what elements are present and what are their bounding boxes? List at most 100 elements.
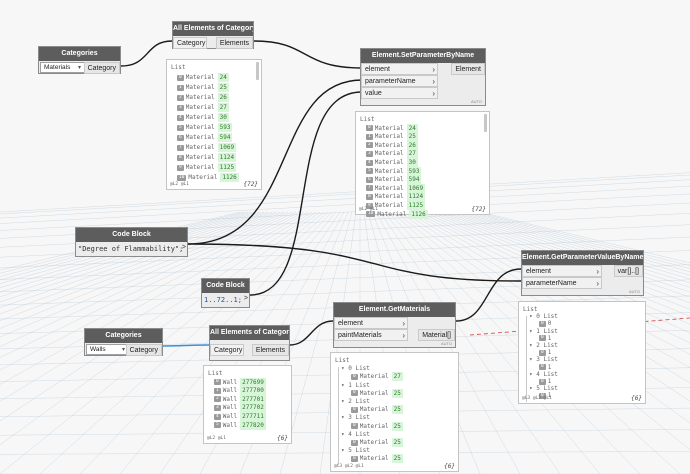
item-type: Material bbox=[185, 134, 215, 141]
watch-header: List bbox=[208, 370, 223, 377]
port-label: element bbox=[338, 320, 363, 327]
list-levels: @L2 @L1 bbox=[207, 436, 226, 441]
input-port-element[interactable]: element› bbox=[334, 317, 408, 329]
set-parameter-by-name-node[interactable]: Element.SetParameterByName Element AUTO … bbox=[360, 48, 486, 106]
input-port-paintmaterials[interactable]: paintMaterials› bbox=[334, 329, 408, 341]
item-index: 8 bbox=[366, 193, 373, 200]
output-port-elements[interactable]: Elements bbox=[215, 37, 253, 49]
scrollbar[interactable] bbox=[256, 62, 259, 80]
category-dropdown[interactable]: Materials ▾ bbox=[40, 62, 85, 73]
scrollbar[interactable] bbox=[484, 114, 487, 132]
watch-sublist: ▾ 4 List bbox=[341, 430, 370, 440]
sublist-label: 0 List bbox=[536, 313, 558, 321]
watch-sublist: ▾ 2 List bbox=[529, 341, 558, 351]
input-port-parametername[interactable]: parameterName› bbox=[361, 75, 438, 87]
output-port-var[interactable]: var[]..[] bbox=[613, 265, 643, 277]
input-port-element[interactable]: element› bbox=[361, 63, 438, 75]
tree-guide bbox=[526, 316, 527, 403]
sublist-label: 4 List bbox=[348, 430, 370, 438]
item-value: 25 bbox=[391, 421, 403, 431]
get-parameter-value-by-name-node[interactable]: Element.GetParameterValueByName var[]..[… bbox=[521, 250, 644, 296]
code-editor[interactable]: "Degree of Flammability"; bbox=[78, 245, 184, 253]
category-dropdown[interactable]: Walls ▾ bbox=[86, 344, 129, 355]
sublist-label: 4 List bbox=[536, 370, 558, 378]
item-index: 4 bbox=[366, 159, 373, 166]
item-index: 0 bbox=[214, 379, 221, 386]
item-index: 0 bbox=[351, 373, 358, 380]
output-port[interactable]: > bbox=[243, 295, 248, 302]
input-port-category[interactable]: Category bbox=[173, 37, 207, 49]
grid-line bbox=[479, 211, 690, 264]
item-index: 0 bbox=[351, 423, 358, 430]
item-type: Wall bbox=[222, 421, 238, 429]
code-editor[interactable]: 1..72..1; bbox=[204, 296, 242, 304]
output-port-element[interactable]: Element bbox=[451, 63, 485, 75]
categories-node-walls[interactable]: Categories Walls ▾ Category bbox=[84, 328, 163, 356]
item-value: 25 bbox=[217, 83, 229, 92]
output-port[interactable]: > bbox=[181, 244, 186, 251]
item-value: 594 bbox=[217, 133, 233, 142]
item-value: 26 bbox=[406, 140, 418, 150]
get-materials-node[interactable]: Element.GetMaterials Material[] AUTO ele… bbox=[333, 302, 456, 348]
watch-sublist: ▾ 0 List bbox=[341, 364, 370, 374]
output-port-category[interactable]: Category bbox=[125, 344, 162, 356]
collapse-toggle-icon: ▾ bbox=[341, 381, 349, 389]
output-port-category[interactable]: Category bbox=[83, 62, 120, 74]
watch-header: List bbox=[360, 116, 375, 123]
item-index: 1 bbox=[366, 133, 373, 140]
grid-line bbox=[0, 211, 245, 274]
item-index: 5 bbox=[214, 422, 221, 429]
item-index: 4 bbox=[177, 114, 184, 121]
item-value: 24 bbox=[217, 73, 229, 82]
watch-sublist: ▾ 4 List bbox=[529, 370, 558, 380]
watch-sublist: ▾ 3 List bbox=[529, 355, 558, 365]
item-index: 2 bbox=[366, 142, 373, 149]
all-elements-node-walls[interactable]: All Elements of Category Category Elemen… bbox=[209, 325, 290, 361]
grid-line bbox=[0, 211, 241, 271]
sublist-label: 2 List bbox=[536, 342, 558, 349]
categories-node-materials[interactable]: Categories Materials ▾ Category bbox=[38, 46, 121, 74]
output-port-elements[interactable]: Elements bbox=[251, 344, 289, 356]
code-block-node-range[interactable]: Code Block 1..72..1; > bbox=[201, 278, 250, 308]
item-type: Wall bbox=[222, 413, 238, 420]
code-block-node-parameter-name[interactable]: Code Block "Degree of Flammability"; > bbox=[75, 227, 188, 257]
item-index: 3 bbox=[366, 150, 373, 157]
item-value: 25 bbox=[391, 405, 403, 415]
item-type: Material bbox=[359, 406, 389, 414]
item-index: 0 bbox=[177, 74, 184, 81]
item-type: Material bbox=[359, 422, 389, 430]
axis-line bbox=[469, 317, 690, 336]
item-count: {6} bbox=[631, 395, 642, 402]
item-index: 0 bbox=[539, 349, 546, 356]
collapse-toggle-icon: ▾ bbox=[529, 370, 537, 378]
lacing-label: AUTO bbox=[440, 341, 452, 346]
item-index: 10 bbox=[366, 211, 376, 218]
input-port-category[interactable]: Category bbox=[210, 344, 244, 356]
input-port-element[interactable]: element› bbox=[522, 265, 602, 277]
input-port-parametername[interactable]: parameterName› bbox=[522, 277, 602, 289]
item-index: 3 bbox=[177, 104, 184, 111]
sublist-label: 3 List bbox=[536, 356, 558, 364]
input-port-value[interactable]: value› bbox=[361, 87, 438, 99]
item-type: Wall bbox=[222, 404, 238, 412]
output-port-material[interactable]: Material[] bbox=[418, 329, 455, 341]
item-value: 277820 bbox=[240, 420, 266, 430]
watch-header: List bbox=[335, 357, 350, 364]
all-elements-node-materials[interactable]: All Elements of Category Category Elemen… bbox=[172, 21, 254, 49]
